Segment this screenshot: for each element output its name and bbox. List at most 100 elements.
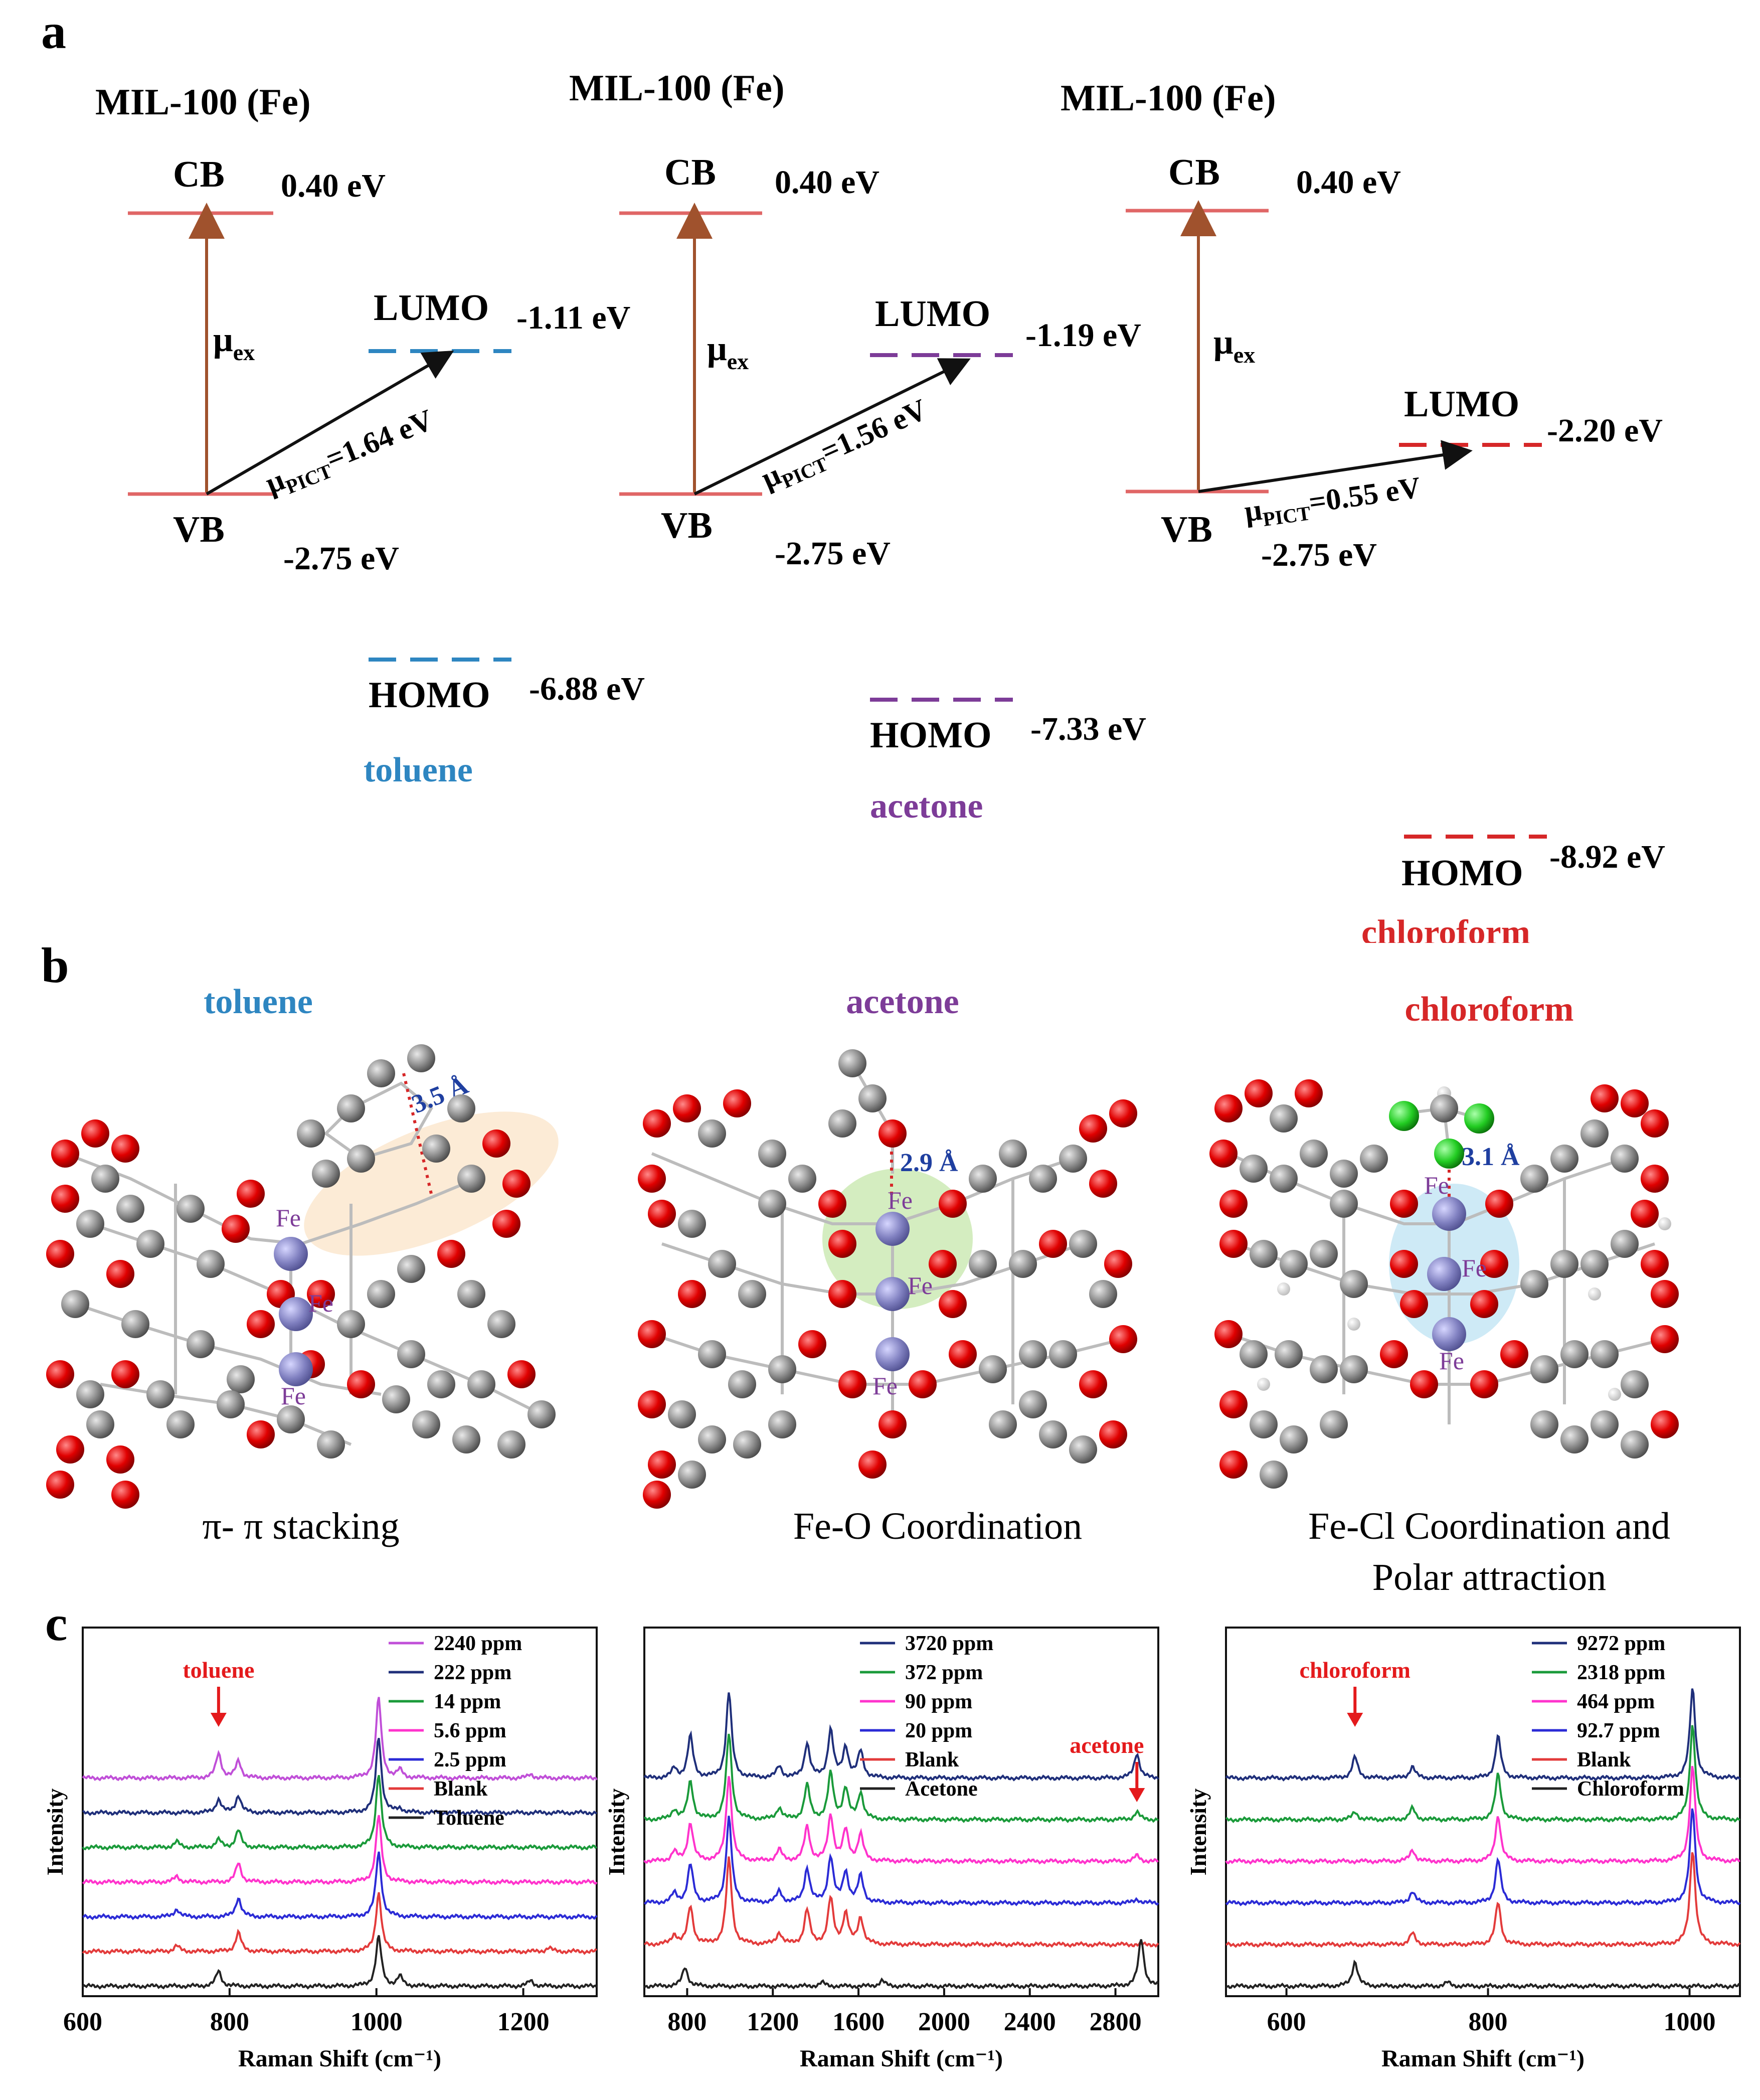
x-tick-label: 600 [63,2008,102,2036]
annotation-arrowhead [210,1713,227,1727]
molecule-label: acetone [870,787,983,826]
legend-label: Blank [434,1778,488,1801]
spectrum-line-2240-ppm [82,1697,598,1782]
structure-chloroform: chloroform 3.1 Å [1209,990,1679,1595]
molecule-annotation: chloroform [1300,1657,1411,1683]
cb-label: CB [664,152,716,193]
plot-frame [643,1627,1159,1997]
energy-level-diagrams: a MIL-100 (Fe) CB 0.40 eV μex LUMO -1.11… [41,4,1665,943]
x-tick-label: 800 [667,2008,707,2036]
lumo-energy: -1.11 eV [516,299,630,336]
x-tick-label: 2400 [1004,2008,1056,2036]
legend-label: 222 ppm [434,1661,511,1684]
interaction-caption: Fe-O Coordination [793,1505,1082,1547]
mu-pict-label: μPICT=1.64 eV [261,403,439,505]
spectrum-line-5-6-ppm [82,1815,598,1886]
homo-energy: -8.92 eV [1549,839,1665,875]
distance-label: 3.1 Å [1462,1143,1520,1171]
vb-energy: -2.75 eV [775,535,891,572]
structure-title: toluene [204,983,313,1021]
x-tick-label: 2800 [1090,2008,1142,2036]
homo-energy: -6.88 eV [529,671,645,707]
x-tick-label: 1000 [350,2008,403,2036]
annotation-arrowhead [1347,1713,1363,1727]
legend-label: 372 ppm [905,1661,983,1684]
molecule-annotation: acetone [1070,1732,1144,1758]
x-axis-label: Raman Shift (cm⁻¹) [238,2045,441,2072]
atoms [46,1044,556,1509]
legend-label: Chloroform [1577,1778,1684,1801]
legend-label: 2318 ppm [1577,1661,1665,1684]
lumo-energy: -1.19 eV [1025,317,1141,354]
legend-label: Blank [1577,1748,1631,1771]
fe-label: Fe [888,1186,913,1214]
molecule-label: chloroform [1361,913,1530,943]
fe-label: Fe [276,1204,301,1232]
legend-label: Toluene [434,1807,504,1830]
spectrum-line-20-ppm [643,1816,1159,1906]
lumo-label: LUMO [875,293,990,335]
diagram-toluene: MIL-100 (Fe) CB 0.40 eV μex LUMO -1.11 e… [95,82,645,789]
cb-energy: 0.40 eV [775,164,879,201]
interaction-caption: π- π stacking [202,1505,399,1547]
vb-energy: -2.75 eV [1261,537,1377,573]
spectrum-line-14-ppm [82,1774,597,1851]
x-tick-label: 800 [210,2008,249,2036]
legend-label: Acetone [905,1778,978,1801]
spectrum-line-9272-ppm [1225,1688,1741,1782]
spectrum-line-90-ppm [643,1776,1159,1865]
legend-label: 92.7 ppm [1577,1719,1660,1742]
legend-label: 2240 ppm [434,1632,522,1655]
mu-pict-label: μPICT=1.56 eV [756,393,934,500]
legend-label: Blank [905,1748,959,1771]
vb-label: VB [173,509,225,550]
panel-a-letter: a [41,4,66,59]
mu-ex-label: μex [213,320,255,365]
atoms [638,1049,1137,1509]
molecule-annotation: toluene [183,1657,254,1683]
structure-title: acetone [846,983,959,1021]
x-axis-label: Raman Shift (cm⁻¹) [800,2045,1003,2072]
mu-ex-label: μex [707,330,749,374]
spectrum-line-3720-ppm [643,1692,1159,1782]
spectrum-line-chloroform [1225,1960,1740,1990]
cb-energy: 0.40 eV [1296,164,1401,201]
mu-pict-arrow [693,358,971,496]
panel-c-letter: c [45,1595,67,1651]
spectrum-line-2318-ppm [1225,1725,1740,1823]
legend-label: 14 ppm [434,1690,501,1713]
mu-pict-arrow [1198,440,1473,493]
mu-pict-arrow [206,350,454,496]
legend-label: 3720 ppm [905,1632,993,1655]
spectrum-line-acetone [643,1939,1159,1990]
distance-label: 2.9 Å [900,1149,958,1177]
legend-label: 90 ppm [905,1690,972,1713]
molecule-label: toluene [364,751,473,789]
legend-label: 5.6 ppm [434,1719,506,1742]
framework-label: MIL-100 (Fe) [569,68,784,109]
spectrum-line-blank [82,1892,597,1955]
x-axis-label: Raman Shift (cm⁻¹) [1381,2045,1585,2072]
x-tick-label: 1200 [497,2008,550,2036]
spectrum-line-2-5-ppm [82,1851,598,1920]
homo-label: HOMO [369,675,490,716]
fe-label: Fe [872,1372,898,1400]
vb-label: VB [1161,509,1212,550]
fe-label: Fe [281,1382,306,1410]
y-axis-label: Intensity [604,1789,629,1876]
homo-label: HOMO [870,715,992,756]
x-tick-label: 1000 [1664,2008,1716,2036]
x-tick-label: 2000 [918,2008,970,2036]
spectrum-line-blank [644,1856,1159,1948]
interaction-caption: Fe-Cl Coordination and [1308,1505,1670,1547]
lumo-label: LUMO [1404,384,1519,425]
cb-label: CB [1168,152,1220,193]
cb-energy: 0.40 eV [281,168,386,204]
adsorption-structures: b toluene 3.5 Å [41,943,1679,1595]
interaction-caption: Polar attraction [1372,1556,1606,1595]
fe-label: Fe [1424,1171,1449,1199]
x-tick-label: 800 [1469,2008,1508,2036]
